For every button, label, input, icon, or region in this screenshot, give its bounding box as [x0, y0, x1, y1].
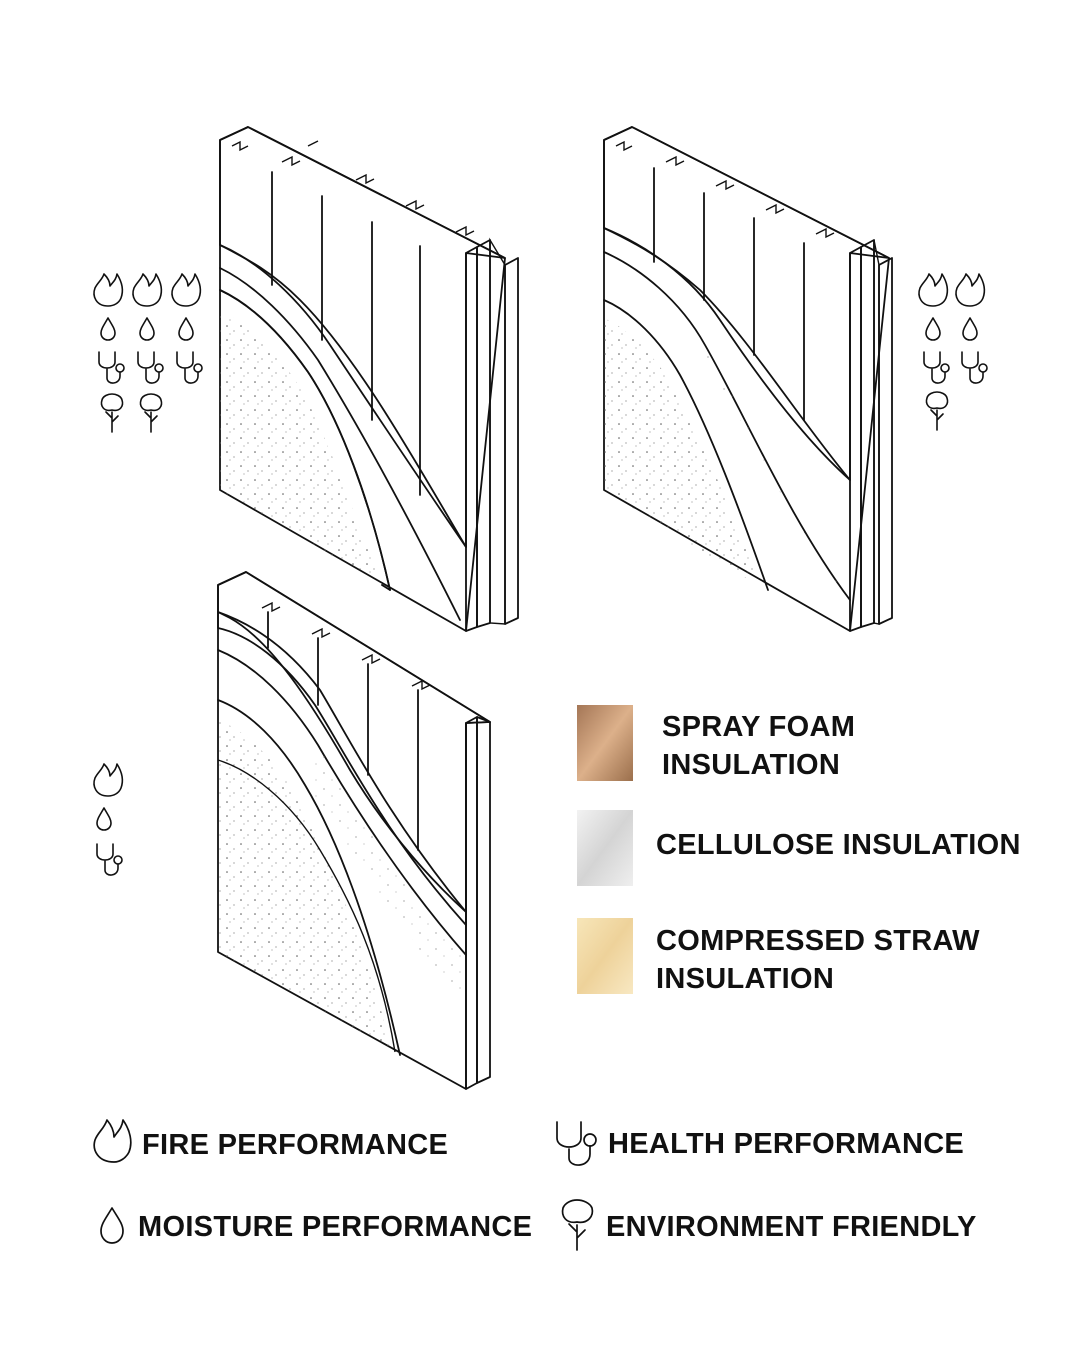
- environment-friendly-label: ENVIRONMENT FRIENDLY: [606, 1211, 977, 1243]
- straw-ratings: [93, 273, 203, 433]
- flame-icon: [132, 273, 163, 307]
- moisture-legend-icon: [100, 1207, 124, 1244]
- straw-wall-section: [219, 126, 519, 632]
- drop-icon: [962, 317, 978, 341]
- drop-icon: [139, 317, 155, 341]
- tree-icon: [139, 393, 163, 433]
- stethoscope-icon: [923, 351, 950, 384]
- drop-icon: [925, 317, 941, 341]
- straw-swatch: [577, 918, 633, 994]
- cellulose-ratings: [918, 273, 988, 431]
- tree-icon: [100, 393, 124, 433]
- cellulose-label-line1: CELLULOSE INSULATION: [656, 829, 1021, 861]
- health-performance-label: HEALTH PERFORMANCE: [608, 1128, 965, 1160]
- drop-icon: [96, 807, 112, 831]
- flame-icon: [918, 273, 949, 307]
- stethoscope-icon: [96, 843, 123, 876]
- moisture-performance-label: MOISTURE PERFORMANCE: [138, 1211, 533, 1243]
- cellulose-swatch: [577, 810, 633, 886]
- flame-icon: [93, 273, 124, 307]
- stethoscope-icon: [961, 351, 988, 384]
- stethoscope-icon: [98, 351, 125, 384]
- flame-icon: [955, 273, 986, 307]
- spray-foam-wall-section: [217, 571, 491, 1090]
- environment-legend-icon: [561, 1199, 594, 1251]
- flame-icon: [93, 763, 124, 797]
- fire-legend-icon: [93, 1119, 132, 1163]
- spray-foam-label: SPRAY FOAM INSULATION: [662, 708, 855, 784]
- spray-foam-label-line2: INSULATION: [662, 749, 841, 781]
- spray-foam-swatch: [577, 705, 633, 781]
- straw-label-line2: INSULATION: [656, 963, 835, 995]
- tree-icon: [925, 391, 949, 431]
- drop-icon: [178, 317, 194, 341]
- cellulose-wall-section: [603, 126, 893, 632]
- stethoscope-icon: [137, 351, 164, 384]
- drop-icon: [100, 317, 116, 341]
- spray-foam-label-line1: SPRAY FOAM: [662, 711, 856, 743]
- cellulose-label: CELLULOSE INSULATION: [656, 826, 1021, 864]
- health-legend-icon: [556, 1121, 597, 1166]
- spray-foam-ratings: [93, 763, 124, 876]
- flame-icon: [171, 273, 202, 307]
- straw-label: COMPRESSED STRAW INSULATION: [656, 922, 980, 998]
- fire-performance-label: FIRE PERFORMANCE: [142, 1129, 449, 1161]
- straw-label-line1: COMPRESSED STRAW: [656, 925, 980, 957]
- stethoscope-icon: [176, 351, 203, 384]
